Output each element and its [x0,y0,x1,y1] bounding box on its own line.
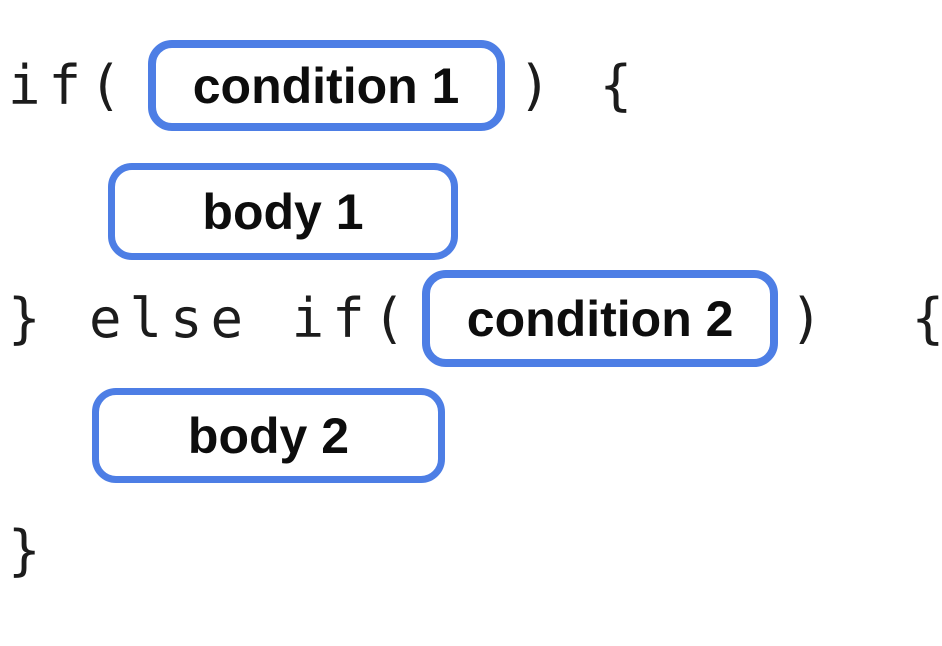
code-closing-brace: } [8,519,49,582]
body-2-label: body 2 [187,407,350,464]
condition-1-label: condition 1 [192,57,460,114]
condition-2-box: condition 2 [422,270,779,367]
code-close-paren-open-brace-2: ) { [790,287,942,350]
condition-1-box: condition 1 [147,40,505,131]
code-if-open-paren: if( [8,54,130,117]
else-if-line: } else if( condition 2 ) { [8,270,942,367]
body-1-box: body 1 [108,163,458,260]
condition-2-label: condition 2 [466,290,734,347]
body-1-label: body 1 [202,183,364,240]
if-line: if( condition 1 ) { [8,40,640,131]
code-else-if-open-paren: } else if( [8,287,414,350]
body-2-box: body 2 [92,388,445,483]
code-close-paren-open-brace-1: ) { [518,54,641,117]
